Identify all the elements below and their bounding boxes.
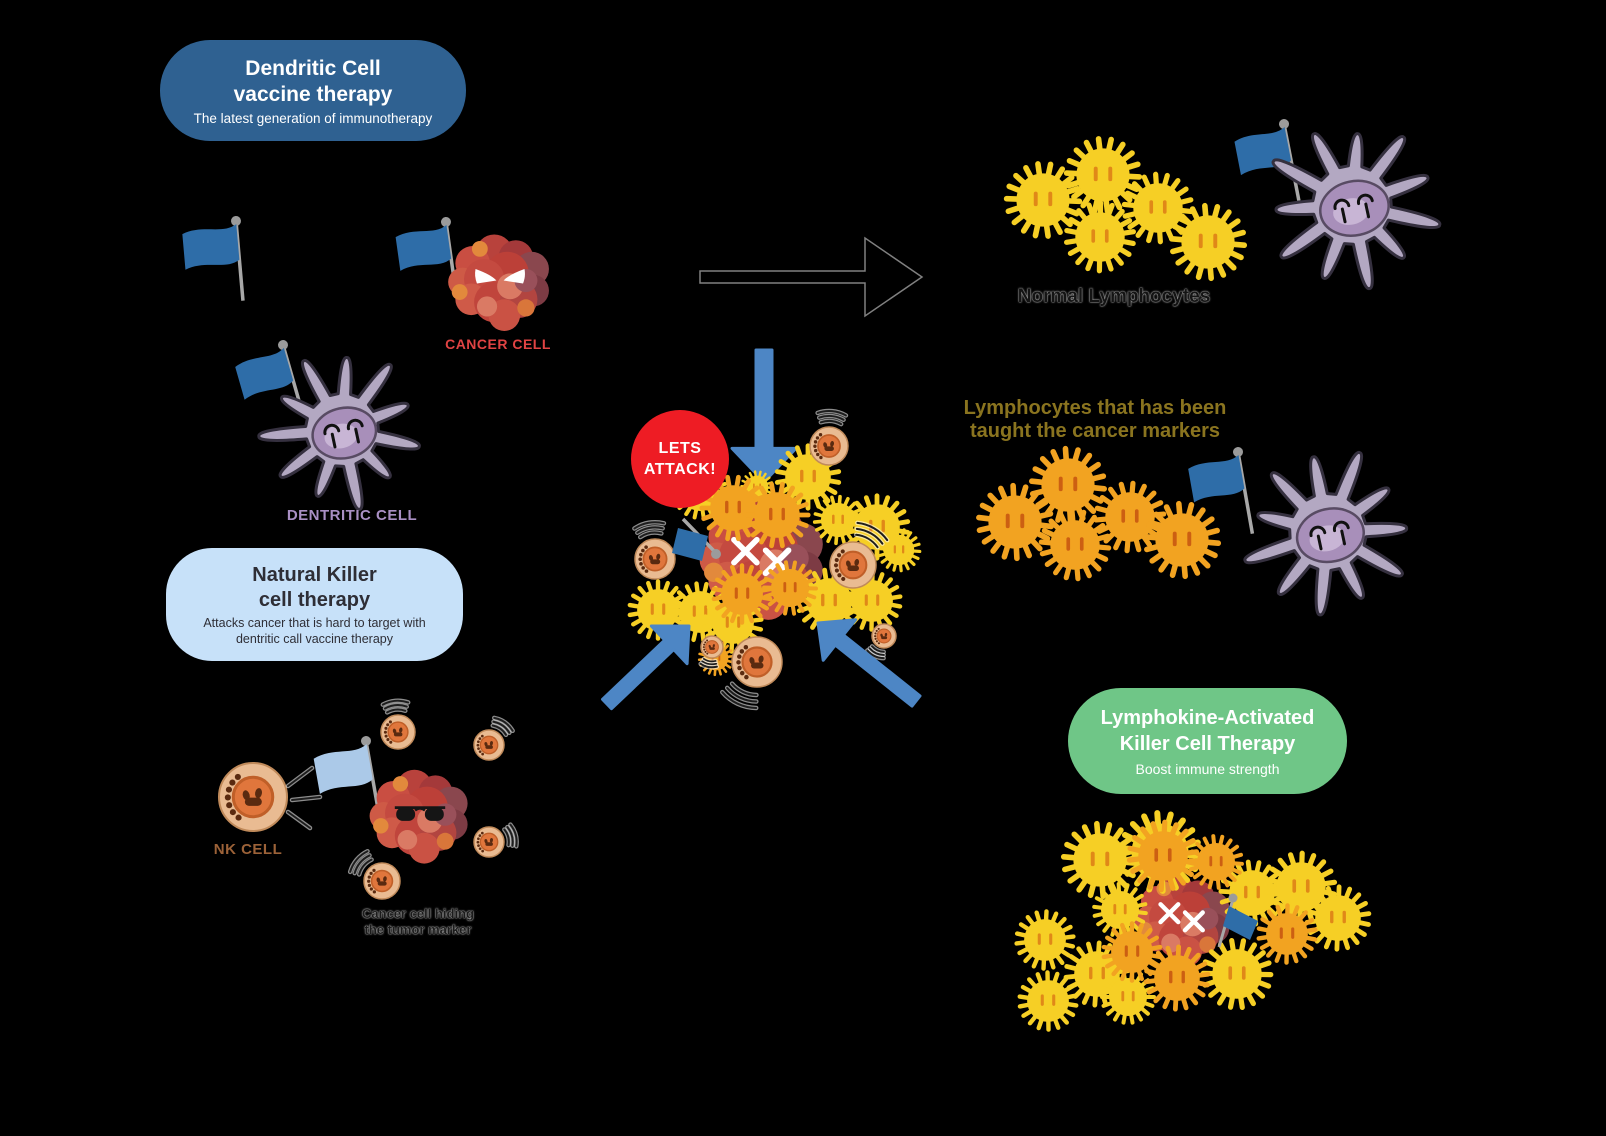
- dendritic-cell-icon: [1243, 451, 1409, 617]
- lak-therapy-title: Lymphokine-Activated Killer Cell Therapy: [1100, 707, 1315, 755]
- lymphocyte-icon: [1142, 500, 1222, 580]
- lymphocyte-icon: [1143, 944, 1211, 1012]
- lets-attack-badge: LETS ATTACK!: [631, 410, 729, 508]
- motion-arcs-icon: [815, 408, 849, 427]
- motion-arcs-icon: [502, 822, 519, 849]
- lymphocyte-icon: [1168, 202, 1248, 282]
- lymphocyte-icon: [1064, 200, 1136, 274]
- transform-arrow-icon: [699, 236, 924, 318]
- normal-lymphocytes-label: Normal Lymphocytes: [1017, 286, 1211, 307]
- nk-cell-icon: [698, 635, 724, 670]
- attack-arrow-icon: [730, 348, 798, 484]
- motion-arcs-icon: [380, 698, 411, 715]
- lak-therapy-subtitle: Boost immune strength: [1135, 761, 1280, 777]
- lymphocyte-icon: [1063, 136, 1143, 214]
- nk-cell-icon: [809, 408, 849, 466]
- motion-arcs-icon: [632, 519, 667, 540]
- nk-therapy-subtitle: Attacks cancer that is hard to target wi…: [203, 615, 426, 646]
- cancer-cell-label: CANCER CELL: [445, 336, 551, 352]
- lymphocyte-icon: [743, 481, 811, 549]
- lets-attack-line1: LETS: [658, 440, 702, 457]
- lymphocyte-icon: [1121, 171, 1195, 245]
- nk-cell-icon: [865, 623, 897, 661]
- nk-cell-label: NK CELL: [213, 841, 283, 858]
- motion-arcs-icon: [347, 848, 374, 877]
- attack-arrow-icon: [601, 624, 691, 711]
- flag-icon: [1217, 893, 1258, 948]
- lymphocyte-icon: [1003, 161, 1083, 239]
- lymphocyte-icon: [774, 443, 842, 511]
- lymphocyte-icon: [1101, 921, 1163, 983]
- nk-cell-icon: [473, 822, 519, 858]
- lymphocyte-icon: [762, 560, 818, 616]
- nk-cell-icon: [829, 520, 890, 589]
- cell-nucleus: [1319, 179, 1390, 237]
- lymphocyte-icon: [1060, 820, 1140, 900]
- motion-arcs-icon: [853, 520, 890, 550]
- motion-arcs-icon: [490, 715, 515, 738]
- flag-icon: [672, 517, 721, 561]
- nk-cell-icon: [217, 761, 289, 833]
- flag-icon: [235, 340, 304, 411]
- lymphocyte-icon: [1264, 850, 1338, 924]
- lymphocyte-icon: [1092, 882, 1148, 938]
- motion-arcs-icon: [698, 656, 720, 670]
- nk-cell-icon: [473, 715, 515, 761]
- dendritic-cell-icon: [257, 356, 421, 511]
- cell-nucleus: [311, 406, 378, 460]
- flag-icon: [182, 216, 245, 301]
- cancer-hiding-label: Cancer cell hiding the tumor marker: [362, 906, 474, 937]
- dendritic-therapy-box: Dendritic Cell vaccine therapy The lates…: [160, 40, 466, 141]
- lymphocyte-icon: [1188, 834, 1244, 890]
- dendritic-cell-icon: [1271, 132, 1442, 291]
- lymphocyte-icon: [1256, 903, 1318, 965]
- lymphocyte-icon: [1028, 445, 1108, 525]
- flag-icon: [1188, 447, 1255, 535]
- lymphocyte-icon: [1017, 970, 1079, 1032]
- lymphocyte-icon: [1014, 909, 1076, 971]
- nk-cell-icon: [720, 636, 783, 711]
- detection-rays: [285, 809, 313, 831]
- dendritic-therapy-title: Dendritic Cell vaccine therapy: [233, 56, 393, 106]
- lymphocyte-icon: [1200, 938, 1274, 1010]
- lymphocyte-icon: [976, 482, 1054, 562]
- lymphocyte-icon: [812, 494, 864, 546]
- nk-therapy-title: Natural Killer cell therapy: [252, 563, 377, 611]
- lymphocyte-icon: [1093, 480, 1167, 554]
- nk-cell-icon: [632, 519, 676, 580]
- lets-attack-line2: ATTACK!: [643, 461, 717, 478]
- motion-arcs-icon: [865, 644, 886, 661]
- lymphocyte-icon: [711, 563, 773, 625]
- detection-rays: [285, 765, 315, 789]
- cancer-cell-icon: [369, 769, 468, 864]
- lymphocyte-icon: [1126, 819, 1200, 893]
- dendritic-cell-label: DENTRITIC CELL: [286, 507, 418, 524]
- dendritic-therapy-subtitle: The latest generation of immunotherapy: [193, 110, 433, 126]
- detection-rays: [289, 794, 323, 803]
- attack-arrow-icon: [816, 618, 922, 708]
- lak-therapy-box: Lymphokine-Activated Killer Cell Therapy…: [1068, 688, 1347, 794]
- lymphocyte-icon: [1038, 508, 1112, 582]
- nk-cell-icon: [380, 698, 416, 750]
- cell-nucleus: [1295, 507, 1365, 564]
- motion-arcs-icon: [720, 681, 759, 711]
- taught-lymphocytes-label: Lymphocytes that has been taught the can…: [963, 397, 1227, 442]
- nk-therapy-box: Natural Killer cell therapy Attacks canc…: [166, 548, 463, 661]
- nk-cell-icon: [347, 848, 401, 900]
- cancer-cell-icon: [448, 234, 549, 331]
- lymphocyte-icon: [876, 527, 922, 573]
- lymphocyte-icon: [1100, 969, 1156, 1025]
